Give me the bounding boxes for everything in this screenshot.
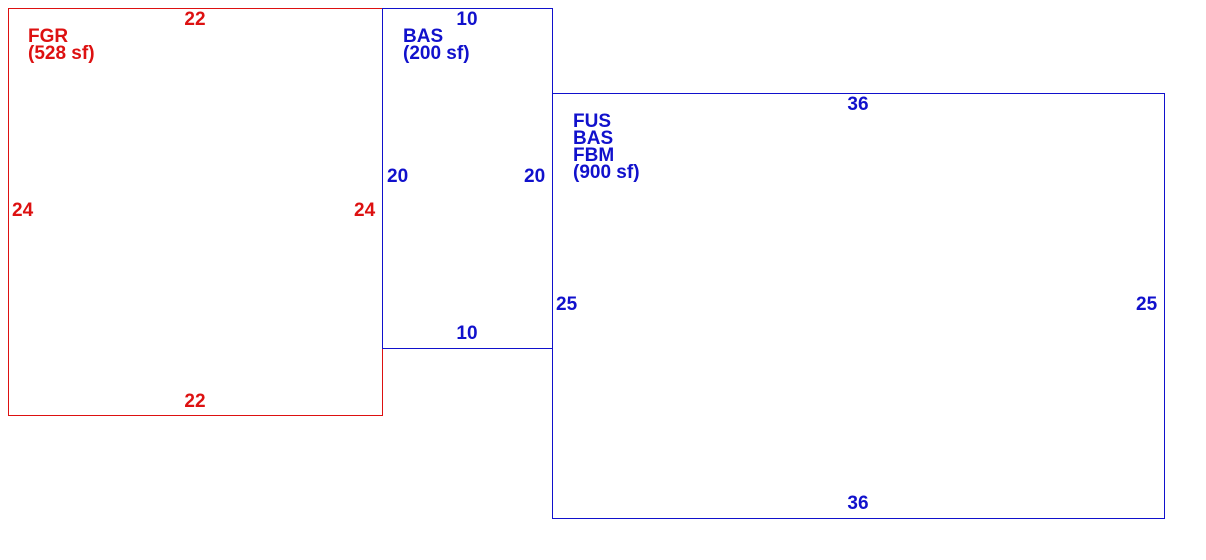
area-fgr-size: (528 sf) bbox=[28, 43, 95, 64]
dim-fgr-bottom: 22 bbox=[184, 391, 206, 412]
area-bas-size: (200 sf) bbox=[403, 43, 470, 64]
area-main-code-fus: FUS bbox=[573, 111, 611, 132]
area-main-code-bas: BAS bbox=[573, 128, 614, 149]
dim-main-right: 25 bbox=[1136, 294, 1158, 315]
area-fgr-outline bbox=[8, 8, 383, 416]
dim-fgr-top: 22 bbox=[184, 9, 206, 30]
area-main-code-fbm: FBM bbox=[573, 145, 615, 166]
dim-bas-bottom: 10 bbox=[456, 323, 478, 344]
dim-fgr-left: 24 bbox=[12, 200, 34, 221]
area-main-size: (900 sf) bbox=[573, 162, 640, 183]
dim-main-bottom: 36 bbox=[847, 493, 869, 514]
dim-bas-left: 20 bbox=[387, 166, 409, 187]
area-bas-code: BAS bbox=[403, 26, 444, 47]
dim-bas-top: 10 bbox=[456, 9, 478, 30]
dim-main-left: 25 bbox=[556, 294, 578, 315]
dim-bas-right: 20 bbox=[524, 166, 546, 187]
dim-main-top: 36 bbox=[847, 94, 869, 115]
dim-fgr-right: 24 bbox=[354, 200, 376, 221]
area-fgr-code: FGR bbox=[28, 26, 69, 47]
area-main-outline bbox=[552, 93, 1165, 519]
